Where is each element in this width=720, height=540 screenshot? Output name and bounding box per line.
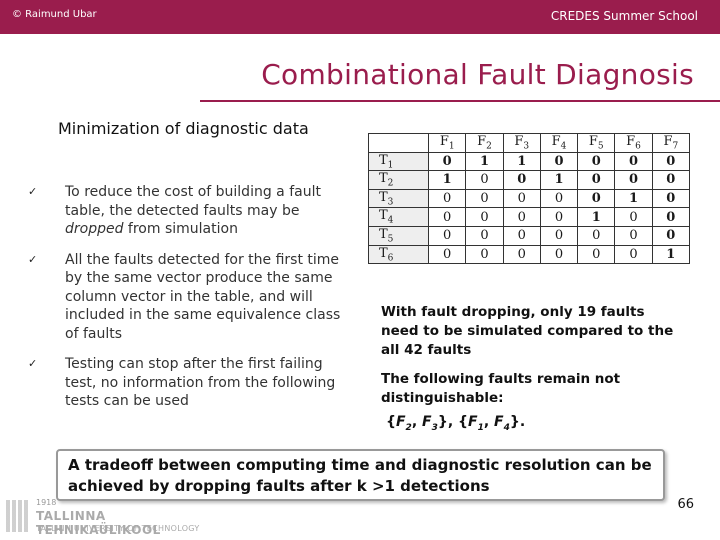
copyright-label: © Raimund Ubar — [12, 9, 97, 20]
table-column-header: F6 — [614, 133, 653, 153]
table-cell: 0 — [502, 244, 541, 265]
logo-mark-icon — [6, 500, 30, 532]
bullet-item: ✓ All the faults detected for the first … — [28, 251, 348, 344]
table-cell: 0 — [428, 188, 467, 209]
check-icon: ✓ — [28, 185, 38, 198]
table-cell: 0 — [539, 207, 579, 227]
table-cell: 0 — [577, 188, 616, 209]
bullet-text: Testing can stop after the first failing… — [65, 356, 336, 409]
bullet-emphasis: dropped — [65, 221, 124, 237]
table-cell: 0 — [577, 244, 616, 265]
tradeoff-text: A tradeoff between computing time and di… — [68, 456, 652, 495]
table-cell: 0 — [465, 188, 504, 209]
logo-name-english: TALLINN UNIVERSITY OF TECHNOLOGY — [36, 524, 200, 533]
table-cell: 0 — [502, 188, 541, 209]
bullet-list: ✓ To reduce the cost of building a fault… — [28, 183, 348, 423]
title-box: Combinational Fault Diagnosis — [200, 48, 720, 102]
table-cell: 0 — [577, 170, 616, 190]
table-cell: 0 — [539, 151, 579, 172]
table-cell: 0 — [614, 170, 653, 190]
table-cell: 0 — [428, 151, 467, 172]
table-cell: 1 — [465, 151, 504, 172]
table-cell: 0 — [651, 188, 691, 209]
table-cell: 0 — [465, 207, 504, 227]
table-cell: 0 — [614, 225, 653, 246]
fault-classes: {F2, F3}, {F1, F4}. — [386, 414, 526, 433]
table-cell: 0 — [614, 207, 653, 227]
table-row-label: T2 — [367, 170, 430, 190]
logo-name: TALLINNA TEHNIKAÜLIKOOL — [36, 509, 161, 537]
table-cell: 0 — [651, 225, 691, 246]
table-cell: 1 — [614, 188, 653, 209]
table-row-label: T1 — [367, 151, 430, 172]
table-cell: 0 — [428, 207, 467, 227]
table-cell: 1 — [651, 244, 691, 265]
table-cell: 0 — [502, 170, 541, 190]
header-bar: © Raimund Ubar CREDES Summer School — [0, 0, 720, 34]
indistinguishable-note: The following faults remain not distingu… — [381, 371, 621, 406]
table-cell: 0 — [577, 225, 616, 246]
bullet-text-end: from simulation — [123, 221, 238, 237]
table-row-label: T5 — [367, 225, 430, 246]
bullet-item: ✓ Testing can stop after the first faili… — [28, 355, 348, 411]
table-column-header: F7 — [651, 133, 691, 153]
table-row-label: T6 — [367, 244, 430, 265]
dropping-note: With fault dropping, only 19 faults need… — [381, 304, 674, 358]
table-column-header: F5 — [577, 133, 616, 153]
table-cell: 0 — [577, 151, 616, 172]
table-column-header: F1 — [428, 133, 467, 153]
table-cell: 0 — [539, 188, 579, 209]
table-row-label: T3 — [367, 188, 430, 209]
table-cell: 0 — [614, 244, 653, 265]
table-cell: 1 — [539, 170, 579, 190]
table-cell: 0 — [539, 225, 579, 246]
table-cell: 0 — [465, 225, 504, 246]
table-cell: 0 — [465, 244, 504, 265]
logo-year: 1918 — [36, 498, 57, 507]
bullet-item: ✓ To reduce the cost of building a fault… — [28, 183, 348, 239]
table-cell: 0 — [539, 244, 579, 265]
table-column-header: F3 — [502, 133, 541, 153]
table-column-header: F2 — [465, 133, 504, 153]
check-icon: ✓ — [28, 252, 38, 266]
table-cell: 1 — [502, 151, 541, 172]
table-column-header: F4 — [539, 133, 579, 153]
table-cell: 0 — [651, 170, 691, 190]
university-logo: 1918 TALLINNA TEHNIKAÜLIKOOL TALLINN UNI… — [6, 496, 216, 537]
table-corner-cell — [367, 133, 430, 153]
table-cell: 0 — [614, 151, 653, 172]
table-cell: 0 — [502, 225, 541, 246]
check-icon: ✓ — [28, 357, 38, 370]
page-number: 66 — [677, 497, 694, 512]
table-row-label: T4 — [367, 207, 430, 227]
table-cell: 0 — [502, 207, 541, 227]
table-cell: 0 — [428, 244, 467, 265]
section-heading: Minimization of diagnostic data — [58, 119, 309, 138]
slide-title: Combinational Fault Diagnosis — [261, 58, 694, 91]
table-cell: 0 — [428, 225, 467, 246]
bullet-text: To reduce the cost of building a fault t… — [65, 184, 321, 219]
table-cell: 1 — [577, 207, 616, 227]
table-cell: 0 — [465, 170, 504, 190]
table-cell: 0 — [651, 151, 691, 172]
table-cell: 1 — [428, 170, 467, 190]
tradeoff-box: A tradeoff between computing time and di… — [56, 449, 665, 501]
school-label: CREDES Summer School — [550, 9, 698, 23]
table-cell: 0 — [651, 207, 691, 227]
bullet-text: All the faults detected for the first ti… — [65, 251, 341, 342]
